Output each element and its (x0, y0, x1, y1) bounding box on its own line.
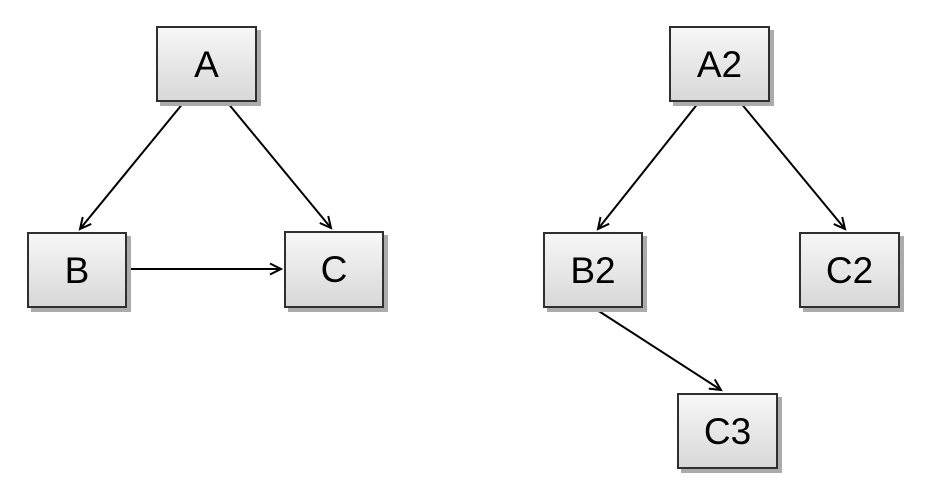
node-B: B (27, 232, 127, 308)
edge-A-B (78, 101, 185, 231)
node-label: C3 (703, 410, 752, 452)
edge-A2-B2 (596, 101, 700, 231)
node-label: B (64, 249, 90, 291)
node-B2: B2 (543, 232, 643, 308)
edge-A-C (226, 101, 333, 230)
node-A2: A2 (669, 26, 770, 102)
node-C3: C3 (677, 393, 778, 469)
node-label: B2 (570, 249, 616, 291)
node-label: C (320, 249, 348, 290)
edge-group (78, 101, 847, 392)
node-label: A (194, 43, 219, 85)
node-C2: C2 (799, 232, 900, 308)
edge-B2-C3 (593, 307, 723, 392)
edge-A2-C2 (739, 101, 847, 231)
node-A: A (156, 26, 257, 102)
node-label: C2 (825, 249, 874, 291)
node-C: C (284, 231, 384, 308)
node-label: A2 (696, 43, 743, 85)
